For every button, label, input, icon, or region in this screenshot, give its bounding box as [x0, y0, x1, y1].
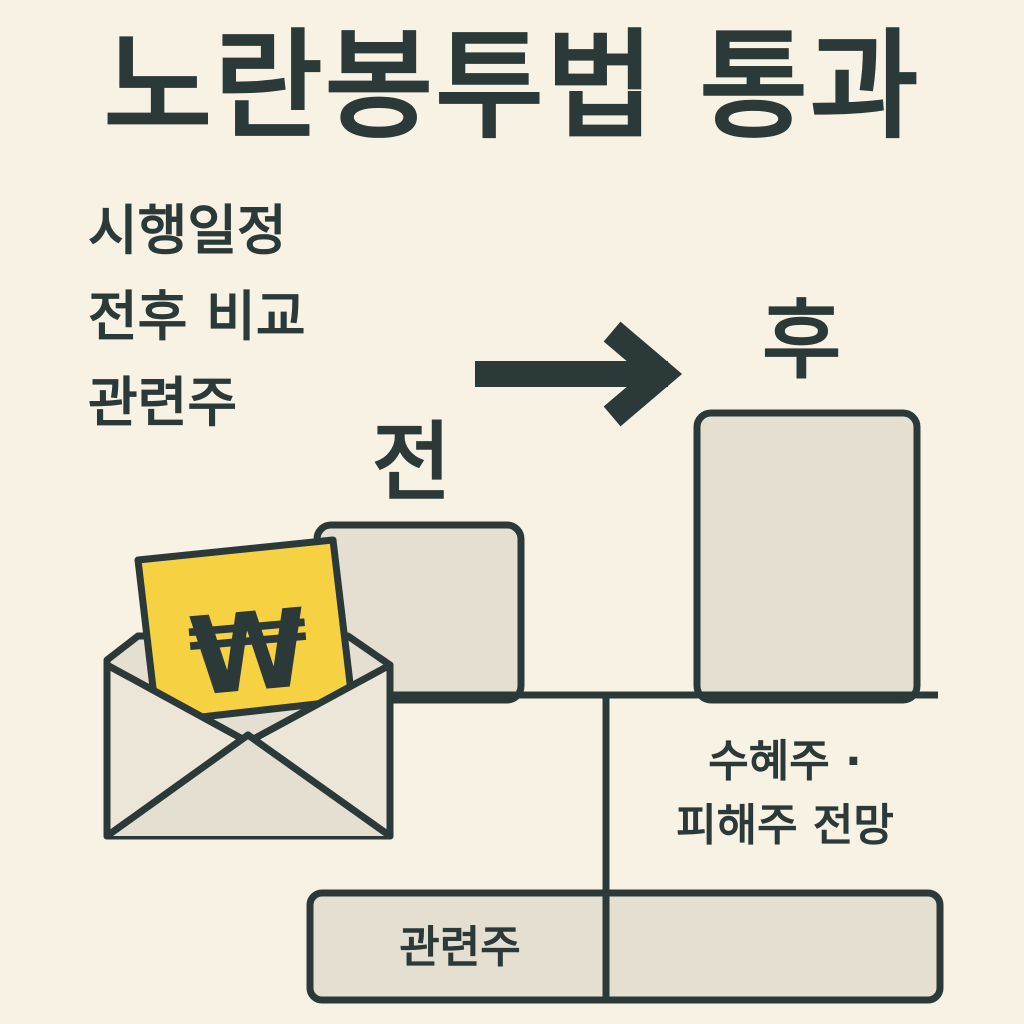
- after-label: 후: [762, 291, 842, 391]
- topic-list: 시행일정 전후 비교 관련주: [88, 188, 306, 446]
- won-symbol: ₩: [184, 586, 314, 721]
- stocks-table: [306, 889, 944, 1004]
- outlook-text: 수혜주 · 피해주 전망: [640, 730, 930, 858]
- page-title: 노란봉투법 통과: [103, 17, 921, 155]
- stocks-label: 관련주: [399, 922, 521, 973]
- topic-item: 전후 비교: [88, 285, 306, 348]
- won-banknote-icon: ₩: [134, 536, 356, 726]
- arrow-right-icon: [475, 321, 683, 427]
- topic-item: 관련주: [88, 371, 238, 434]
- before-label: 전: [372, 413, 452, 513]
- topic-item: 시행일정: [88, 199, 287, 262]
- outlook-line: 피해주 전망: [676, 799, 894, 851]
- envelope-icon: ₩: [103, 536, 394, 840]
- outlook-line: 수혜주 ·: [708, 736, 862, 787]
- after-bar: [693, 409, 921, 704]
